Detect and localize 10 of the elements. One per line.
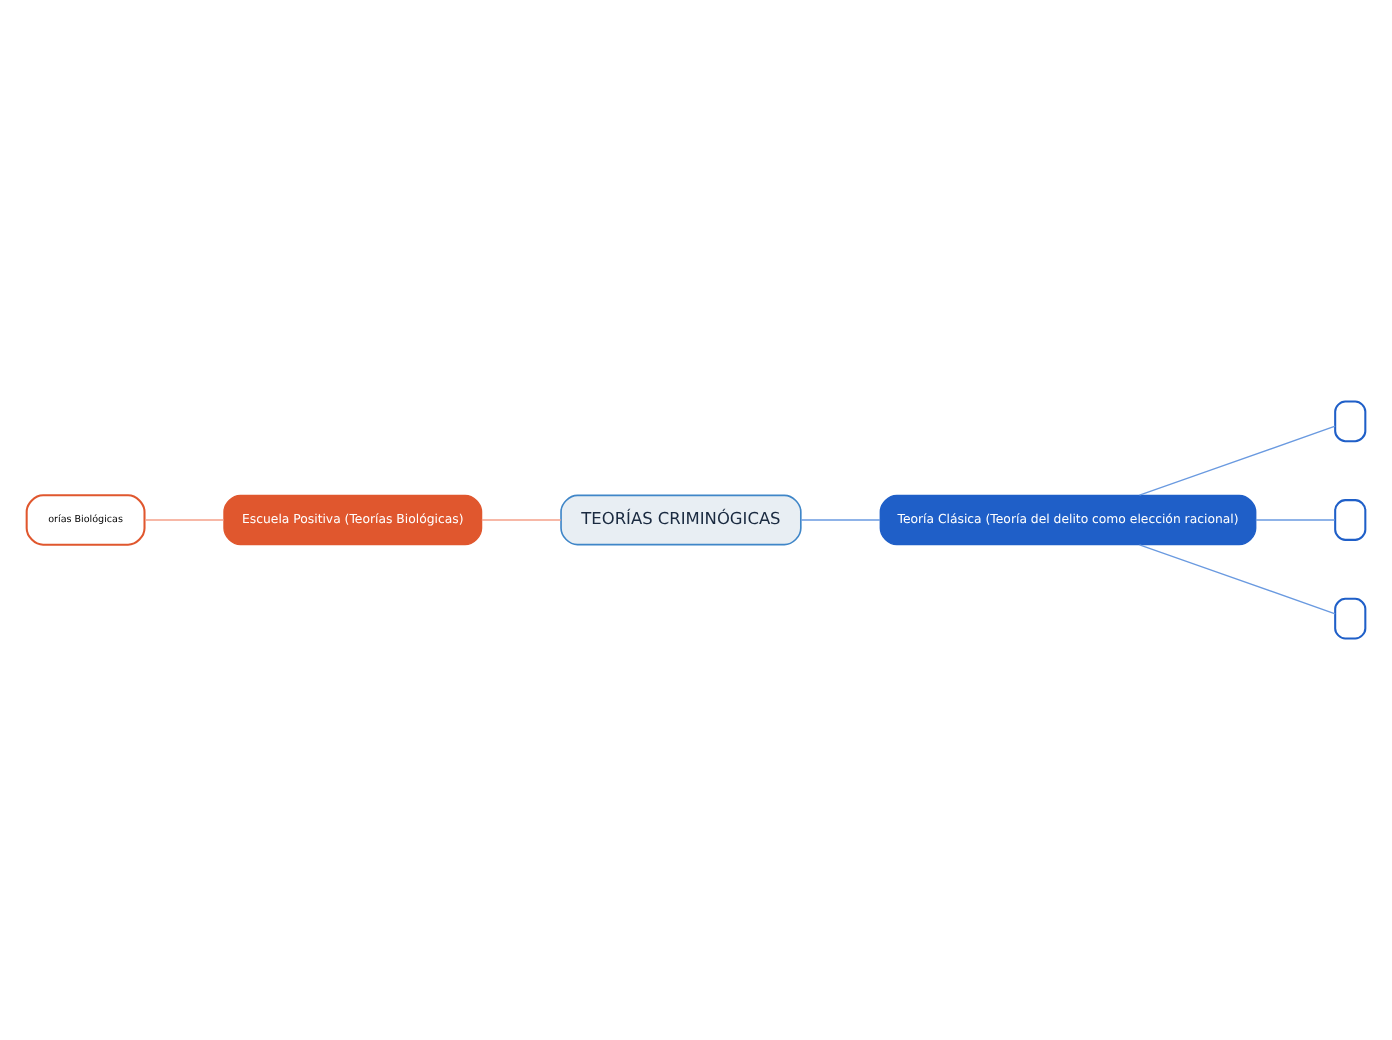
connector: [800, 519, 881, 521]
node-box: TEORÍAS CRIMINÓGICAS: [560, 494, 802, 546]
node-box: [1334, 499, 1367, 541]
node-box: [1334, 597, 1367, 640]
node-box: [1334, 400, 1367, 443]
connector: [1138, 544, 1336, 615]
connector: [1255, 519, 1336, 521]
connector: [1138, 425, 1336, 496]
connector: [144, 519, 225, 521]
connector: [481, 519, 562, 521]
